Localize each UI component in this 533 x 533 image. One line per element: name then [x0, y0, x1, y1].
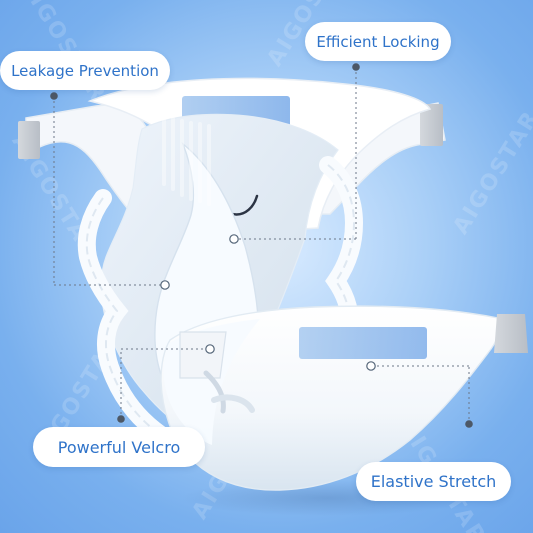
bottom-blue-band	[299, 327, 427, 359]
right-cuff-ruffle	[308, 164, 356, 390]
velcro-strap	[203, 370, 226, 414]
leakage-prevention-label: Leakage Prevention	[0, 51, 170, 90]
powerful-velcro-label: Powerful Velcro	[33, 427, 205, 467]
waist-pleat	[171, 116, 175, 191]
left-cuff-ruffle	[85, 197, 162, 436]
waist-pleat	[162, 114, 166, 186]
efficient-locking-text: Efficient Locking	[316, 32, 440, 51]
waist-pleat	[189, 121, 193, 201]
efficient-locking-label: Efficient Locking	[305, 22, 451, 61]
waist-pleat	[198, 122, 202, 203]
left-tape-tab	[18, 121, 40, 159]
waist-pleat	[180, 119, 184, 197]
powerful-velcro-text: Powerful Velcro	[57, 437, 181, 457]
velcro-strip	[211, 394, 255, 413]
waist-pleat	[207, 124, 211, 206]
leakage-prevention-text: Leakage Prevention	[11, 61, 159, 80]
right-tape-tab	[420, 104, 443, 146]
back-tape-tab	[494, 314, 528, 353]
elastive-stretch-label: Elastive Stretch	[356, 462, 511, 501]
front-tab	[179, 331, 227, 379]
elastive-stretch-text: Elastive Stretch	[370, 472, 497, 491]
